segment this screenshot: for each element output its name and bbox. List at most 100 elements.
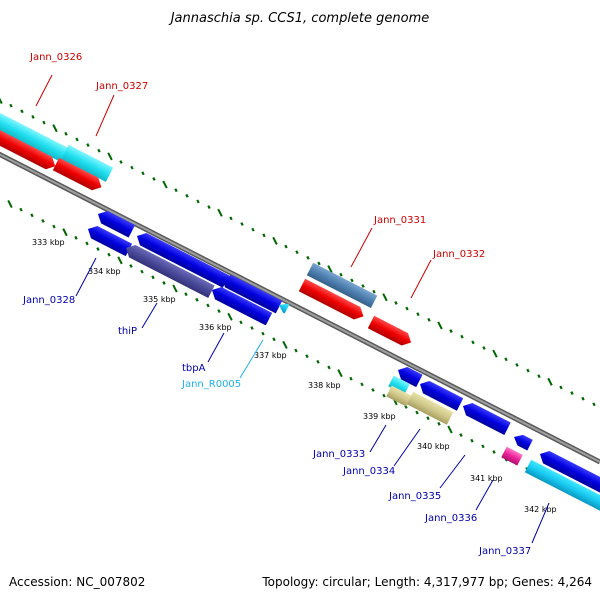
minor-tick (349, 376, 353, 381)
minor-tick (262, 233, 266, 238)
gene-blue-332-arrow[interactable] (95, 208, 136, 238)
gene-label-jann-0336[interactable]: Jann_0336 (424, 513, 477, 524)
minor-tick (250, 326, 254, 330)
map-title: Jannaschia sp. CCS1, complete genome (168, 11, 430, 26)
gene-jann-0336-arrow[interactable] (501, 446, 523, 466)
gene-thip-arrow[interactable] (123, 242, 215, 298)
minor-tick (30, 213, 34, 218)
minor-tick (470, 438, 474, 443)
genome-backbone (0, 151, 600, 465)
gene-label-jann-0327[interactable]: Jann_0327 (95, 81, 148, 92)
minor-tick (119, 160, 123, 164)
minor-tick (317, 261, 321, 266)
minor-tick (74, 235, 78, 240)
major-tick (107, 152, 113, 161)
gene-label-jann-0326[interactable]: Jann_0326 (29, 52, 82, 63)
gene-label-thip[interactable]: thiP (118, 326, 137, 337)
minor-tick (360, 382, 364, 387)
minor-tick (339, 272, 343, 277)
gene-jann-0328-arrow[interactable] (85, 223, 133, 257)
tick-label: 340 kbp (417, 442, 450, 451)
gene-label-jann-0337[interactable]: Jann_0337 (478, 546, 531, 557)
cyan-feature-0327[interactable] (61, 144, 114, 182)
gene-red-0331b-arrow[interactable] (298, 278, 367, 323)
tick-label: 335 kbp (143, 295, 176, 304)
minor-tick (482, 346, 486, 350)
gene-blue-341a-arrow[interactable] (511, 432, 533, 451)
gene-jann-0332-arrow[interactable] (367, 315, 414, 349)
minor-tick (526, 368, 530, 373)
forward-gene-labels: Jann_0326 Jann_0327 Jann_0331 Jann_0332 (29, 52, 485, 260)
major-tick (227, 312, 233, 321)
major-tick (117, 256, 123, 265)
minor-tick (97, 148, 101, 153)
minor-tick (129, 264, 133, 268)
minor-tick (415, 410, 419, 415)
minor-tick (460, 334, 464, 339)
major-tick (382, 293, 388, 302)
gene-jann-0337-feature[interactable] (524, 459, 600, 514)
minor-tick (416, 312, 420, 317)
minor-tick (592, 402, 596, 407)
gene-label-jann-0332[interactable]: Jann_0332 (432, 249, 485, 260)
minor-tick (295, 250, 299, 255)
gene-cyan-339-arrow[interactable] (388, 375, 410, 395)
minor-tick (261, 331, 265, 336)
tick-track-upper (0, 97, 596, 407)
tick-label: 339 kbp (363, 412, 396, 421)
minor-tick (284, 244, 288, 249)
minor-tick (75, 137, 79, 142)
minor-tick (41, 218, 45, 223)
gene-blue-338b-arrow[interactable] (395, 364, 423, 388)
gene-blue-339b-arrow[interactable] (417, 378, 464, 411)
gene-label-jann-0334[interactable]: Jann_0334 (342, 466, 395, 477)
gene-jann-0335-arrow[interactable] (460, 400, 511, 436)
minor-tick (162, 280, 166, 285)
gene-jann-r0005-arrow[interactable] (277, 301, 290, 314)
rna-label-leader (239, 339, 264, 379)
minor-tick (515, 362, 519, 367)
major-tick (52, 124, 58, 133)
minor-tick (31, 114, 35, 119)
gene-blue-333b-arrow[interactable] (134, 230, 230, 288)
minor-tick (229, 216, 233, 221)
minor-tick (372, 289, 376, 294)
forward-features (0, 110, 414, 349)
gene-blue-342a-arrow[interactable] (537, 448, 600, 497)
major-tick (272, 236, 278, 245)
minor-tick (382, 393, 386, 398)
gene-label-jann-r0005[interactable]: Jann_R0005 (181, 379, 241, 390)
cyan-feature-0326[interactable] (0, 110, 68, 162)
major-tick (7, 199, 13, 209)
tick-label: 333 kbp (32, 238, 65, 247)
gene-blue-335b-arrow[interactable] (219, 272, 283, 314)
gene-label-jann-0331[interactable]: Jann_0331 (373, 215, 426, 226)
gene-jann-0334-arrow[interactable] (406, 391, 454, 425)
minor-tick (371, 388, 375, 392)
minor-tick (305, 354, 309, 359)
major-tick (172, 284, 178, 293)
minor-tick (559, 385, 563, 390)
minor-tick (426, 416, 430, 421)
tick-label: 337 kbp (254, 351, 287, 360)
minor-tick (581, 396, 585, 401)
gene-label-jann-0328[interactable]: Jann_0328 (22, 295, 75, 306)
gene-jann-0327-arrow[interactable] (52, 157, 105, 194)
gene-label-tbpa[interactable]: tbpA (182, 363, 206, 374)
major-tick (447, 425, 453, 434)
minor-tick (481, 444, 485, 449)
minor-tick (306, 255, 310, 260)
minor-tick (427, 317, 431, 322)
genome-summary-text: Topology: circular; Length: 4,317,977 bp… (261, 575, 592, 589)
minor-tick (86, 143, 90, 148)
gene-label-jann-0333[interactable]: Jann_0333 (312, 449, 365, 460)
major-tick (337, 369, 343, 378)
gene-label-jann-0335[interactable]: Jann_0335 (388, 491, 441, 502)
major-tick (492, 349, 498, 358)
gene-jann-0326-arrow[interactable] (0, 127, 58, 172)
major-tick (62, 228, 68, 237)
gene-jann-0331-arrow[interactable] (306, 262, 378, 309)
gene-tbpa-arrow[interactable] (209, 284, 273, 326)
gene-jann-0333-arrow[interactable] (386, 385, 412, 407)
tick-track-lower (7, 199, 595, 505)
